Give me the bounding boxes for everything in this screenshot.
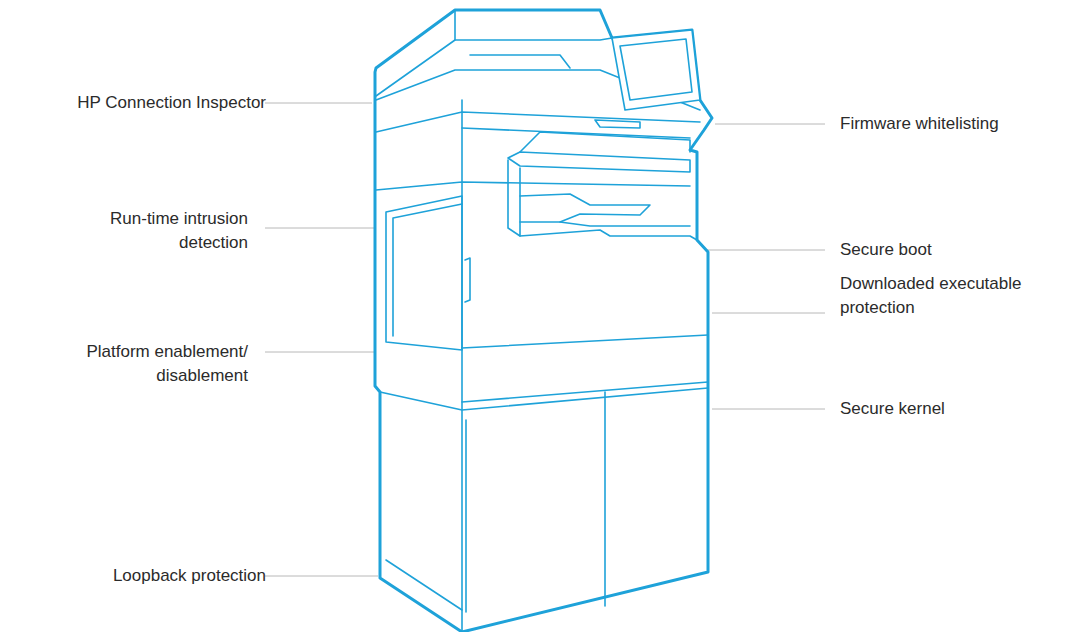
leader-line (265, 352, 375, 353)
feature-label: Loopback protection (6, 564, 266, 588)
leader-line (715, 124, 825, 125)
feature-label: HP Connection Inspector (6, 91, 266, 115)
leader-line (712, 409, 825, 410)
feature-label: Secure boot (840, 238, 1070, 262)
printer-outline (375, 10, 712, 632)
feature-label: Firmware whitelisting (840, 112, 1070, 136)
feature-label: Platform enablement/ disablement (68, 340, 248, 388)
leader-line (265, 228, 375, 229)
leader-line (712, 313, 825, 314)
printer-body (375, 10, 712, 632)
leader-line (690, 250, 825, 251)
leader-line (265, 103, 372, 104)
feature-label: Downloaded executable protection (840, 272, 1040, 320)
feature-label: Run-time intrusion detection (88, 207, 248, 255)
feature-label: Secure kernel (840, 397, 1070, 421)
leader-line (265, 576, 378, 577)
